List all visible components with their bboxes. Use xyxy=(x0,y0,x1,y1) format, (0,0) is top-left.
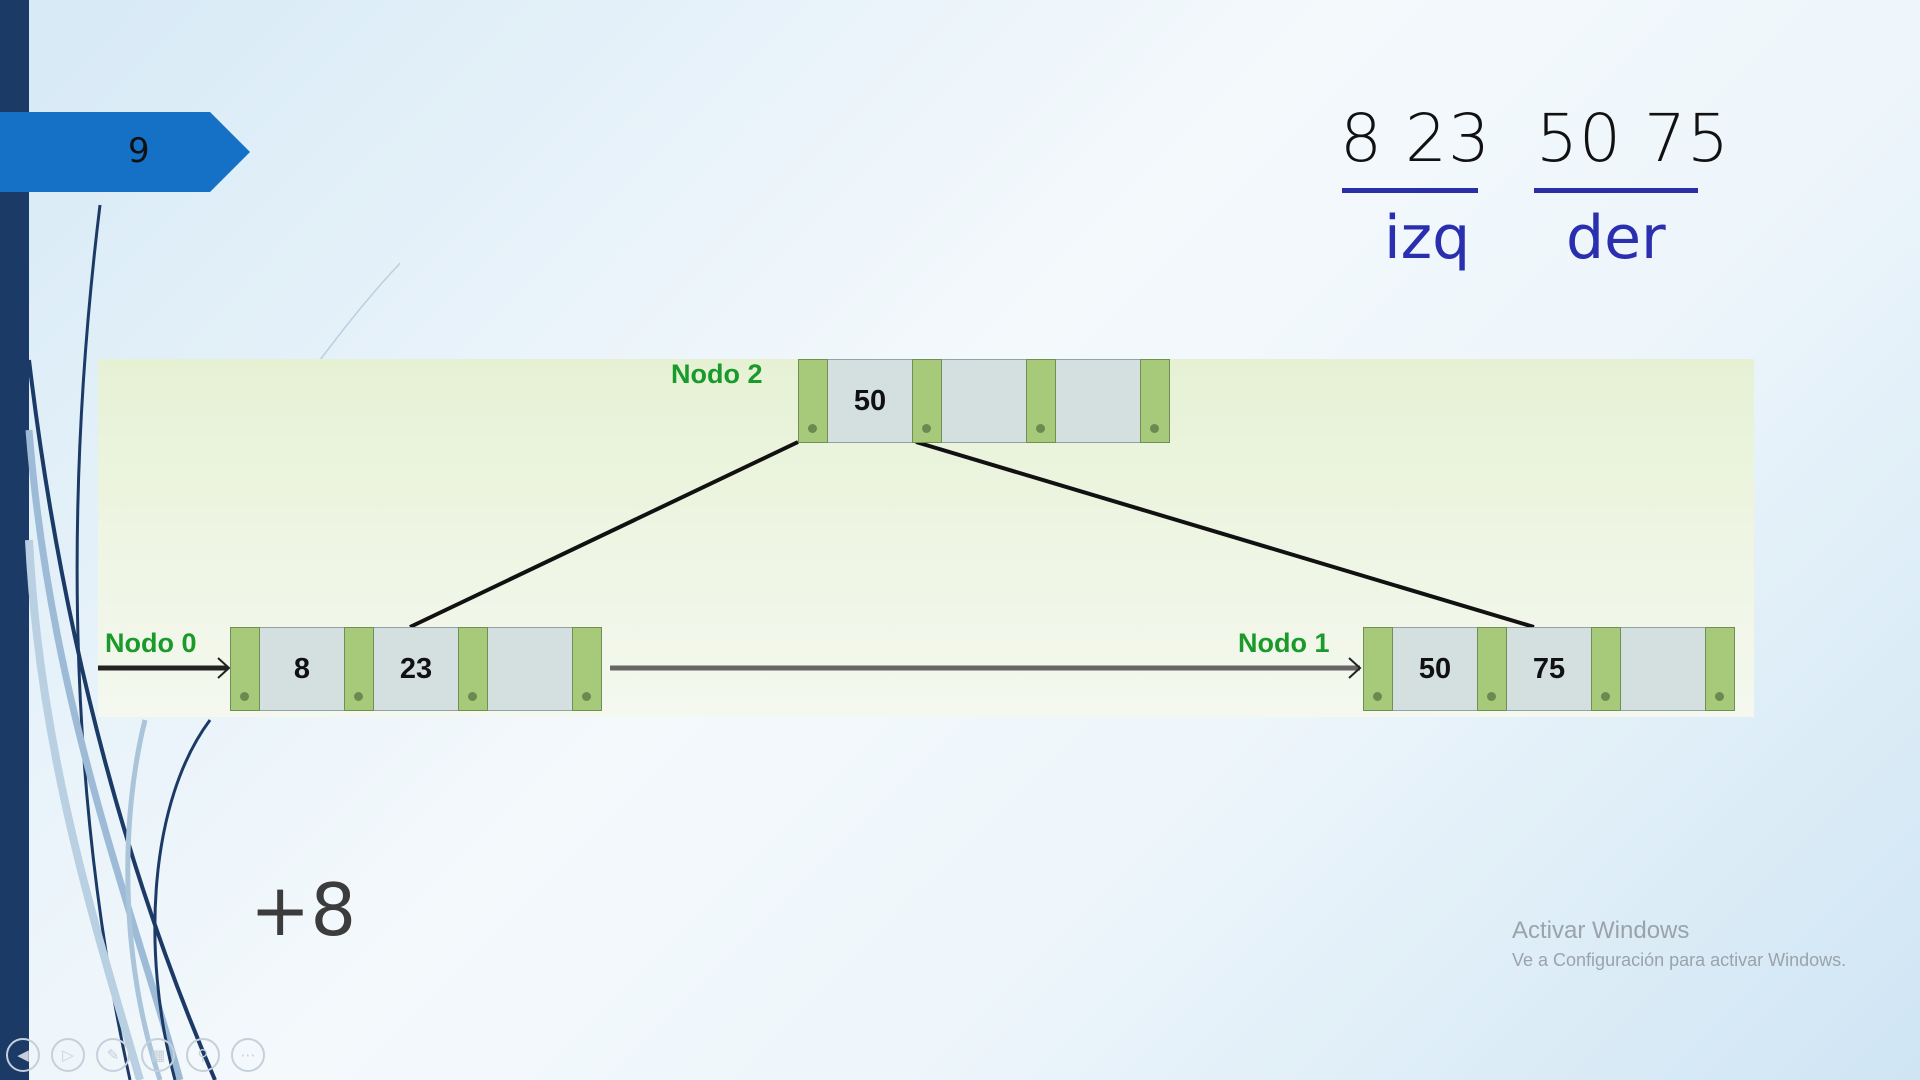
right-group-label: der xyxy=(1566,203,1666,273)
right-key-group: 50 75 xyxy=(1536,100,1730,177)
slide-number: 9 xyxy=(128,131,150,171)
entry-arrowhead xyxy=(217,657,231,679)
pointer-cell xyxy=(230,627,260,711)
pointer-cell xyxy=(572,627,602,711)
key-cell xyxy=(942,359,1026,443)
key-cell xyxy=(488,627,572,711)
left-key-group: 8 23 xyxy=(1340,100,1491,177)
key-cell: 8 xyxy=(260,627,344,711)
left-group-label: izq xyxy=(1384,203,1471,273)
key-cell xyxy=(1621,627,1705,711)
inserted-value: +8 xyxy=(250,868,357,952)
next-icon[interactable]: ▷ xyxy=(51,1038,85,1072)
pointer-cell xyxy=(1140,359,1170,443)
node-2: 50 xyxy=(798,359,1170,443)
pen-icon[interactable]: ✎ xyxy=(96,1038,130,1072)
pointer-cell xyxy=(1026,359,1056,443)
key-cell xyxy=(1056,359,1140,443)
tree-connectors xyxy=(98,440,1535,679)
node-1-label: Nodo 1 xyxy=(1238,628,1330,658)
pointer-cell xyxy=(458,627,488,711)
slides-grid-icon[interactable]: ▦ xyxy=(141,1038,175,1072)
decorative-swoosh xyxy=(25,204,400,1080)
edge-root-right xyxy=(915,440,1535,629)
pointer-cell xyxy=(1363,627,1393,711)
pointer-cell xyxy=(1705,627,1735,711)
key-cell: 50 xyxy=(1393,627,1477,711)
activation-watermark-title: Activar Windows xyxy=(1512,917,1690,944)
key-cell: 75 xyxy=(1507,627,1591,711)
right-group-underline xyxy=(1534,188,1698,193)
pointer-cell xyxy=(1477,627,1507,711)
slide-number-tag xyxy=(0,112,250,192)
node-2-label: Nodo 2 xyxy=(671,359,763,389)
slideshow-toolbar: ◀ ▷ ✎ ▦ ⚲ ⋯ xyxy=(6,1038,265,1072)
edge-root-left xyxy=(409,440,799,629)
key-cell: 23 xyxy=(374,627,458,711)
left-group-underline xyxy=(1342,188,1478,193)
node-0: 8 23 xyxy=(230,627,602,711)
activation-watermark-subtitle: Ve a Configuración para activar Windows. xyxy=(1512,950,1847,970)
pointer-cell xyxy=(344,627,374,711)
pointer-cell xyxy=(1591,627,1621,711)
pointer-cell xyxy=(912,359,942,443)
zoom-icon[interactable]: ⚲ xyxy=(186,1038,220,1072)
pointer-cell xyxy=(798,359,828,443)
key-cell: 50 xyxy=(828,359,912,443)
bplus-tree-diagram: Nodo 2 50 Nodo 0 8 23 Nodo 1 50 75 xyxy=(98,359,1754,717)
previous-icon[interactable]: ◀ xyxy=(6,1038,40,1072)
node-0-label: Nodo 0 xyxy=(105,628,197,658)
leaf-link-arrowhead xyxy=(1348,657,1362,679)
more-icon[interactable]: ⋯ xyxy=(231,1038,265,1072)
node-1: 50 75 xyxy=(1363,627,1735,711)
